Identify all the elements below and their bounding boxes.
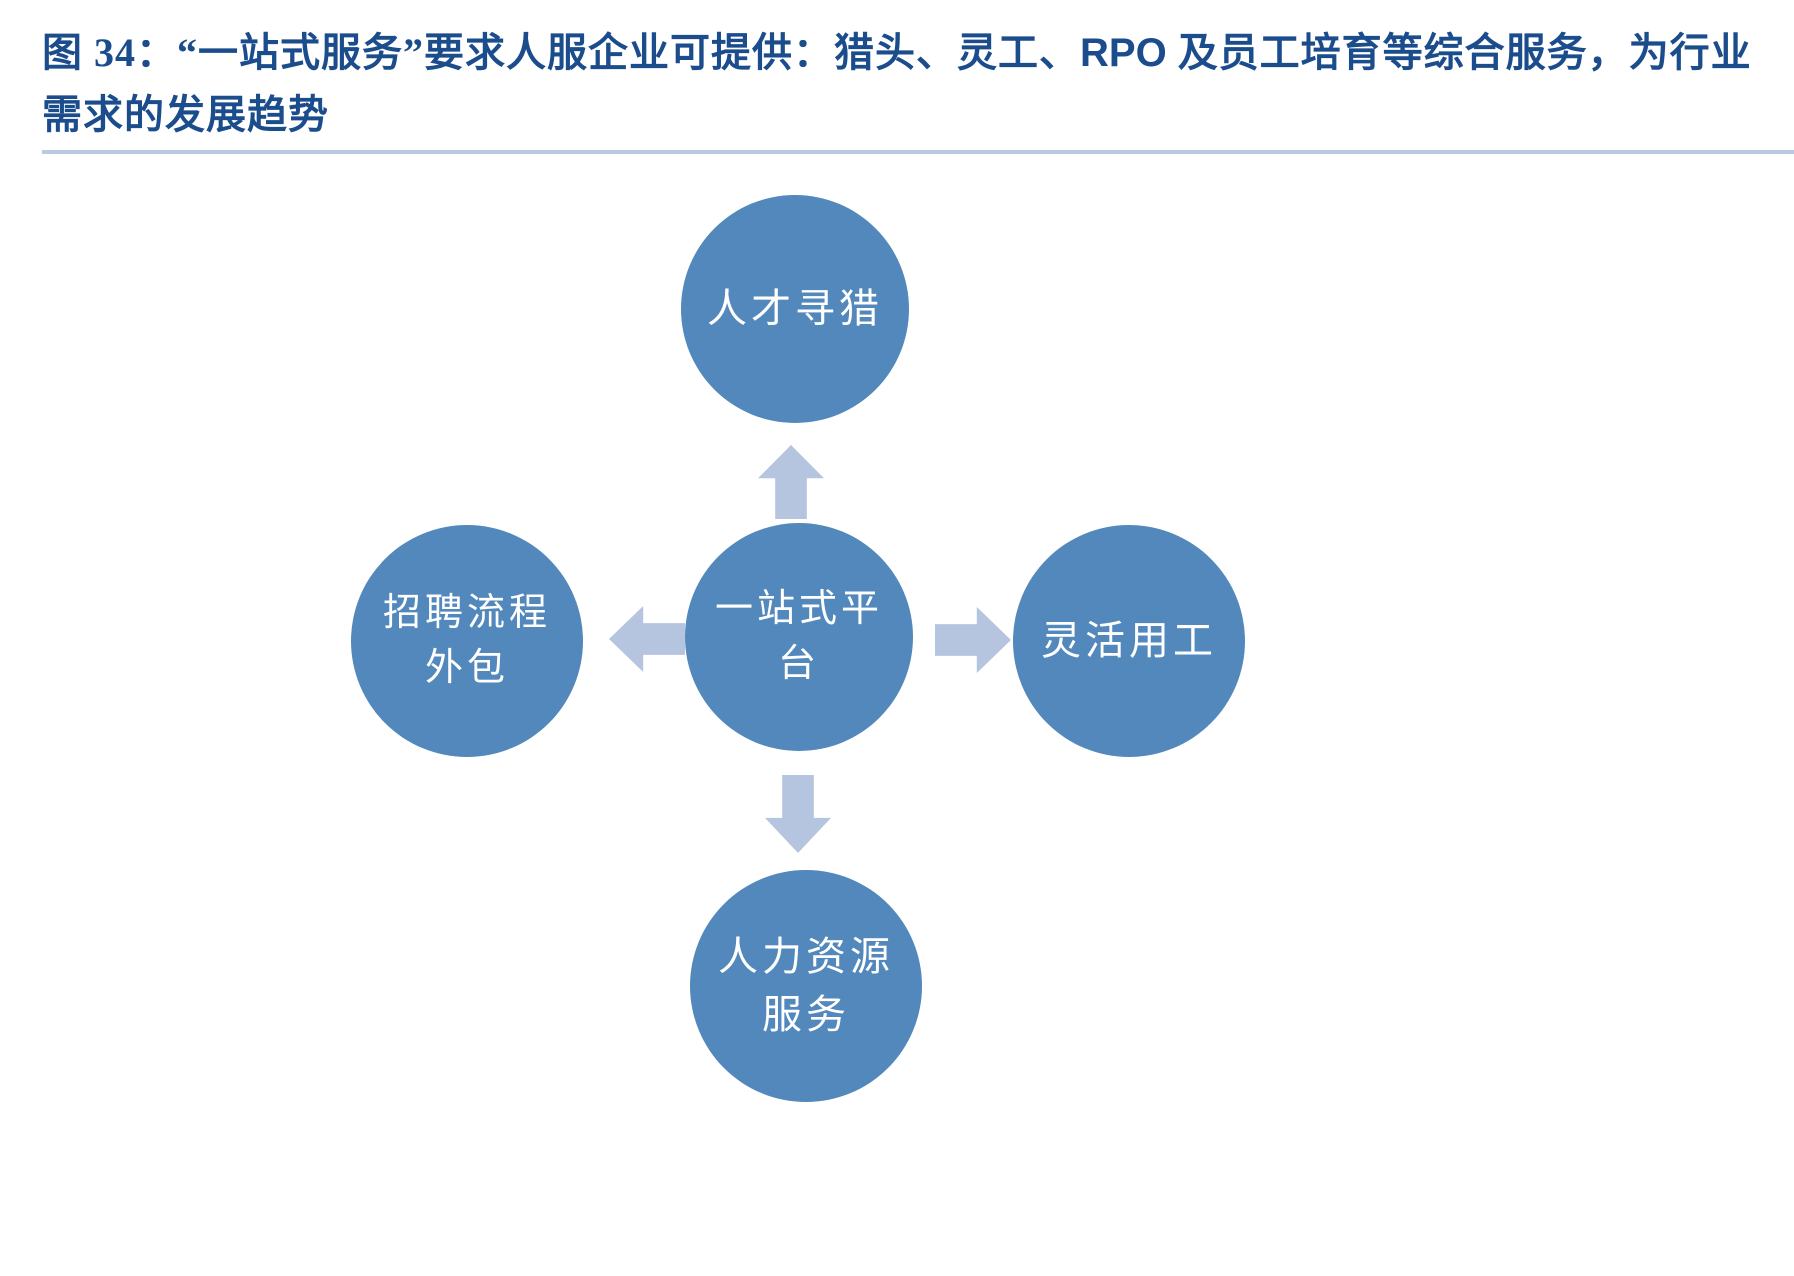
- node-rpo-outsourcing[interactable]: 招聘流程外包: [351, 525, 583, 757]
- node-one-stop-platform-label: 一站式平台: [714, 587, 883, 685]
- arrow-right-icon: [935, 607, 1011, 673]
- hub-and-spoke-diagram: 人才寻猎 招聘流程外包 一站式平台 灵活用工 人力资源服务: [0, 160, 1794, 1276]
- arrow-up-icon: [758, 445, 824, 519]
- node-flexible-staffing[interactable]: 灵活用工: [1013, 525, 1245, 757]
- node-hr-services[interactable]: 人力资源服务: [690, 870, 922, 1102]
- figure-title-line-1: 图 34：“一站式服务”要求人服企业可提供：猎头、灵工、RPO 及员工培育等综合…: [42, 30, 1752, 137]
- arrow-left-icon: [609, 606, 685, 672]
- figure-title: 图 34：“一站式服务”要求人服企业可提供：猎头、灵工、RPO 及员工培育等综合…: [42, 22, 1772, 146]
- node-talent-hunting-label: 人才寻猎: [707, 286, 883, 331]
- node-talent-hunting[interactable]: 人才寻猎: [681, 195, 909, 423]
- node-hr-services-label: 人力资源服务: [718, 934, 894, 1037]
- node-flexible-staffing-label: 灵活用工: [1041, 618, 1217, 663]
- arrow-down-icon: [765, 775, 831, 853]
- title-divider: [42, 150, 1794, 154]
- node-rpo-outsourcing-label: 招聘流程外包: [382, 591, 551, 689]
- node-one-stop-platform[interactable]: 一站式平台: [685, 523, 913, 751]
